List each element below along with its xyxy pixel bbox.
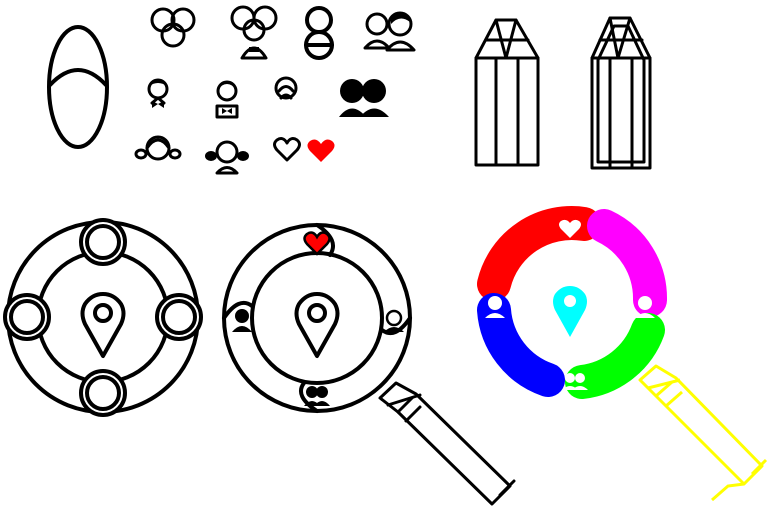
girl-pigtails-filled-icon [384, 309, 404, 332]
rings-with-person-icon [230, 5, 278, 60]
girl-pigtails-filled-icon [205, 140, 249, 175]
location-pin-icon [294, 292, 340, 358]
heart-outline-icon [273, 137, 301, 162]
boy-with-bowtie-icon [215, 80, 239, 119]
pencil-outline-icon [474, 18, 540, 167]
two-people-filled-icon [304, 386, 330, 406]
person-head-icon [304, 6, 334, 60]
three-rings-icon [150, 7, 196, 48]
small-face-icon [274, 76, 298, 100]
heart-filled-icon [303, 231, 331, 256]
girl-pigtails-outline-icon [635, 296, 655, 318]
location-ring-four-nodes-icon [3, 218, 203, 417]
girl-with-bow-icon [147, 78, 169, 108]
girl-pigtails-outline-icon [134, 135, 182, 161]
pencil-handle-icon [378, 381, 516, 506]
boy-with-bowtie-icon [485, 296, 505, 318]
two-people-filled-icon [339, 79, 389, 117]
pencil-double-outline-icon [590, 16, 652, 170]
location-pin-icon [553, 286, 587, 337]
colored-location-ring-icon [477, 206, 768, 502]
oval-outline-icon [47, 25, 109, 149]
location-pin-icon [80, 292, 126, 358]
two-people-outline-icon [363, 11, 416, 52]
heart-filled-icon [307, 139, 335, 162]
segment-magenta [587, 209, 667, 317]
ring-node-right [155, 293, 203, 341]
pencil-handle-yellow-icon [638, 364, 768, 502]
segment-blue [477, 293, 565, 397]
heart-outline-icon [559, 219, 581, 238]
boy-with-bowtie-icon [232, 309, 252, 332]
ring-node-left [3, 293, 51, 341]
segment-green [565, 313, 665, 399]
ring-node-bottom [79, 369, 127, 417]
location-ring-with-icons-icon [222, 223, 516, 506]
two-people-filled-icon [562, 373, 588, 390]
ring-node-top [79, 218, 127, 266]
